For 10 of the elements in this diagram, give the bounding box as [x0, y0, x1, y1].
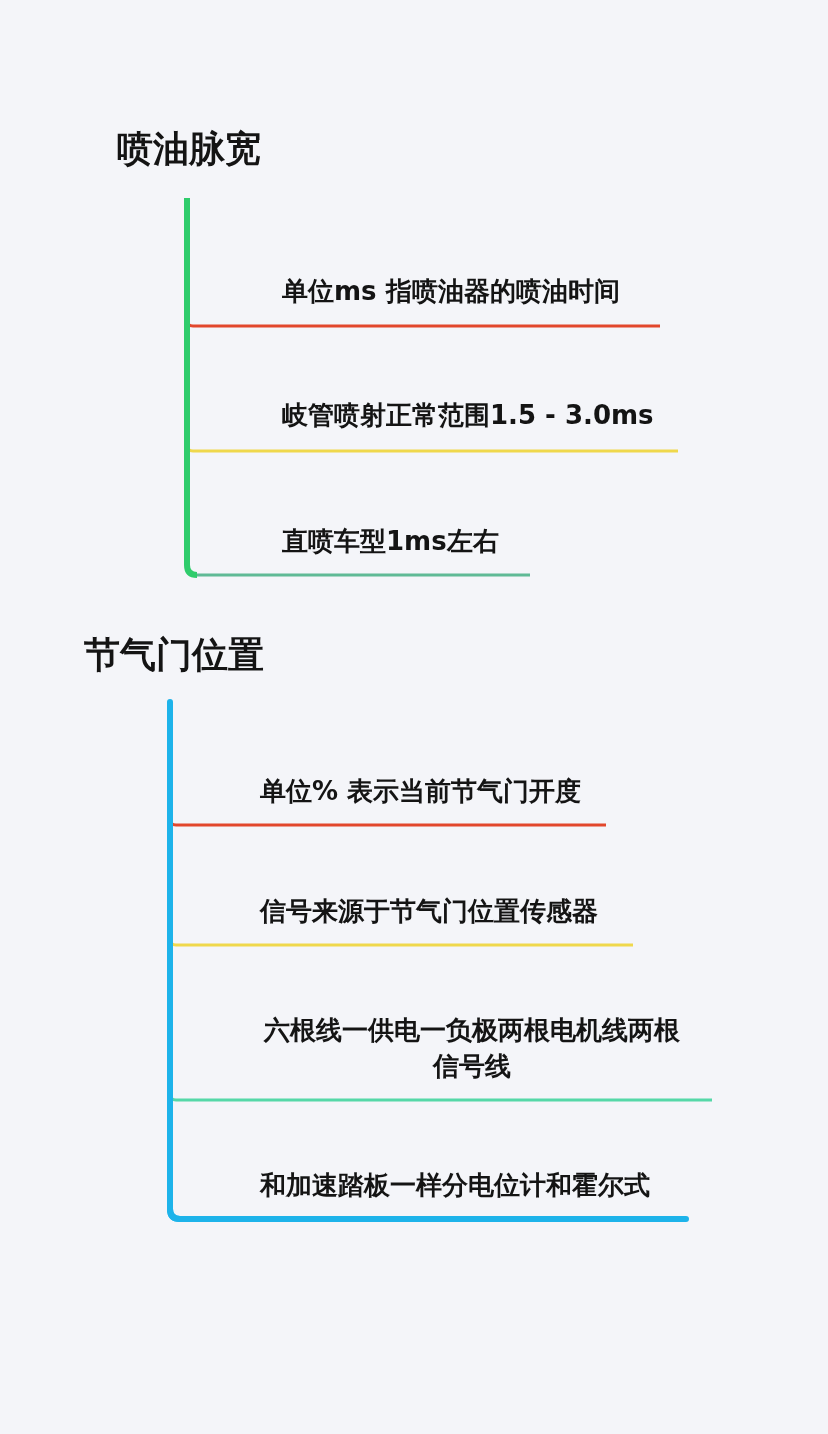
- topic-heading: 喷油脉宽: [117, 127, 261, 171]
- branch-line: [167, 699, 689, 1222]
- branch-text: 信号来源于节气门位置传感器: [260, 895, 598, 928]
- branch-text: 和加速踏板一样分电位计和霍尔式: [260, 1169, 650, 1202]
- branch-text: 直喷车型1ms左右: [282, 525, 499, 558]
- branch-text: 单位ms 指喷油器的喷油时间: [282, 275, 620, 308]
- branch-text: 单位% 表示当前节气门开度: [260, 775, 582, 808]
- topic-heading: 节气门位置: [84, 633, 264, 677]
- branch-text: 六根线一供电一负极两根电机线两根信号线: [262, 1014, 681, 1083]
- branch-text: 岐管喷射正常范围1.5 - 3.0ms: [282, 399, 654, 432]
